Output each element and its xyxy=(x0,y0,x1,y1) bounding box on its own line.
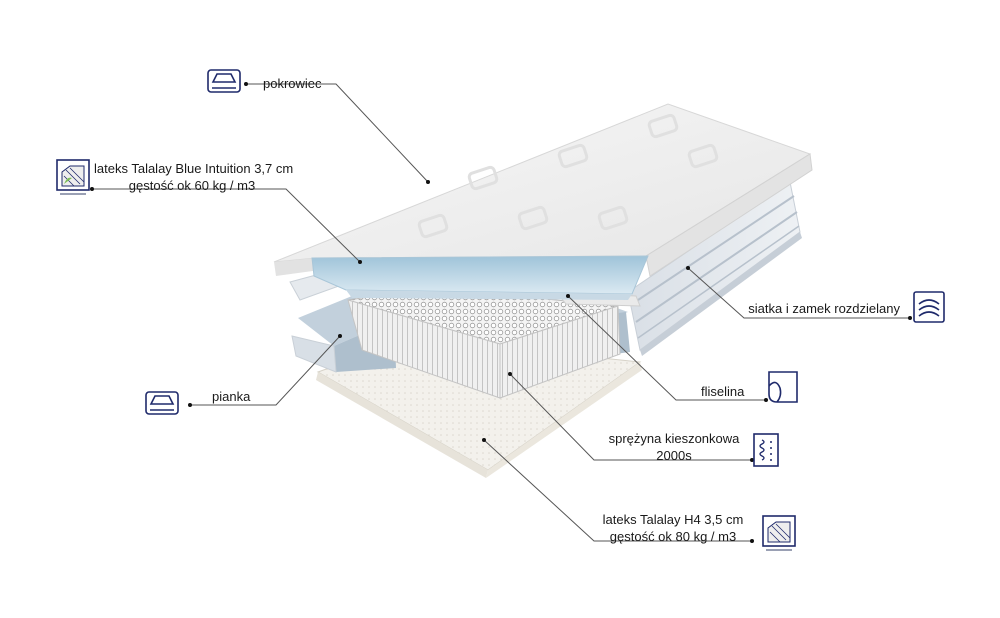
label-pianka-text: pianka xyxy=(212,389,251,404)
mattress-illustration xyxy=(273,103,813,478)
label-lateks-h4-line2: gęstość ok 80 kg / m3 xyxy=(609,529,737,544)
fleece-sheet-icon xyxy=(768,371,798,403)
label-lateks-blue-line1: lateks Talalay Blue Intuition 3,7 cm xyxy=(94,161,294,176)
label-pokrowiec-text: pokrowiec xyxy=(263,76,322,91)
label-pokrowiec: pokrowiec xyxy=(263,75,322,92)
label-fliselina: fliselina xyxy=(701,383,744,400)
label-lateks-h4-line1: lateks Talalay H4 3,5 cm xyxy=(602,512,744,527)
label-sprezyna-line2: 2000s xyxy=(656,448,692,463)
leader-lateks-h4 xyxy=(483,439,752,542)
leader-pianka xyxy=(190,335,341,406)
leader-lines xyxy=(92,83,910,542)
label-siatka-text: siatka i zamek rozdzielany xyxy=(748,301,900,316)
leader-siatka xyxy=(687,267,910,319)
label-pianka: pianka xyxy=(212,388,250,405)
label-fliselina-text: fliselina xyxy=(701,384,745,399)
leader-dots xyxy=(90,82,912,543)
latex-layer-icon xyxy=(56,159,90,195)
foam-icon xyxy=(145,391,179,415)
label-sprezyna: sprężyna kieszonkowa 2000s xyxy=(604,430,744,464)
leader-lateks-blue xyxy=(92,188,361,263)
leader-pokrowiec xyxy=(246,83,429,183)
label-lateks-h4: lateks Talalay H4 3,5 cm gęstość ok 80 k… xyxy=(598,511,748,545)
label-sprezyna-line1: sprężyna kieszonkowa xyxy=(608,431,740,446)
label-siatka: siatka i zamek rozdzielany xyxy=(700,300,900,317)
blue-latex-layer xyxy=(311,255,649,295)
pocket-spring-icon xyxy=(753,433,779,467)
label-lateks-blue-line2: gęstość ok 60 kg / m3 xyxy=(128,178,256,193)
label-lateks-blue: lateks Talalay Blue Intuition 3,7 cm gęs… xyxy=(94,160,294,194)
latex-layer-icon xyxy=(762,515,796,551)
leader-fliselina xyxy=(567,295,766,401)
mesh-zipper-icon xyxy=(913,291,945,323)
mattress-cover-icon xyxy=(207,69,241,93)
leader-sprezyna xyxy=(509,373,752,461)
